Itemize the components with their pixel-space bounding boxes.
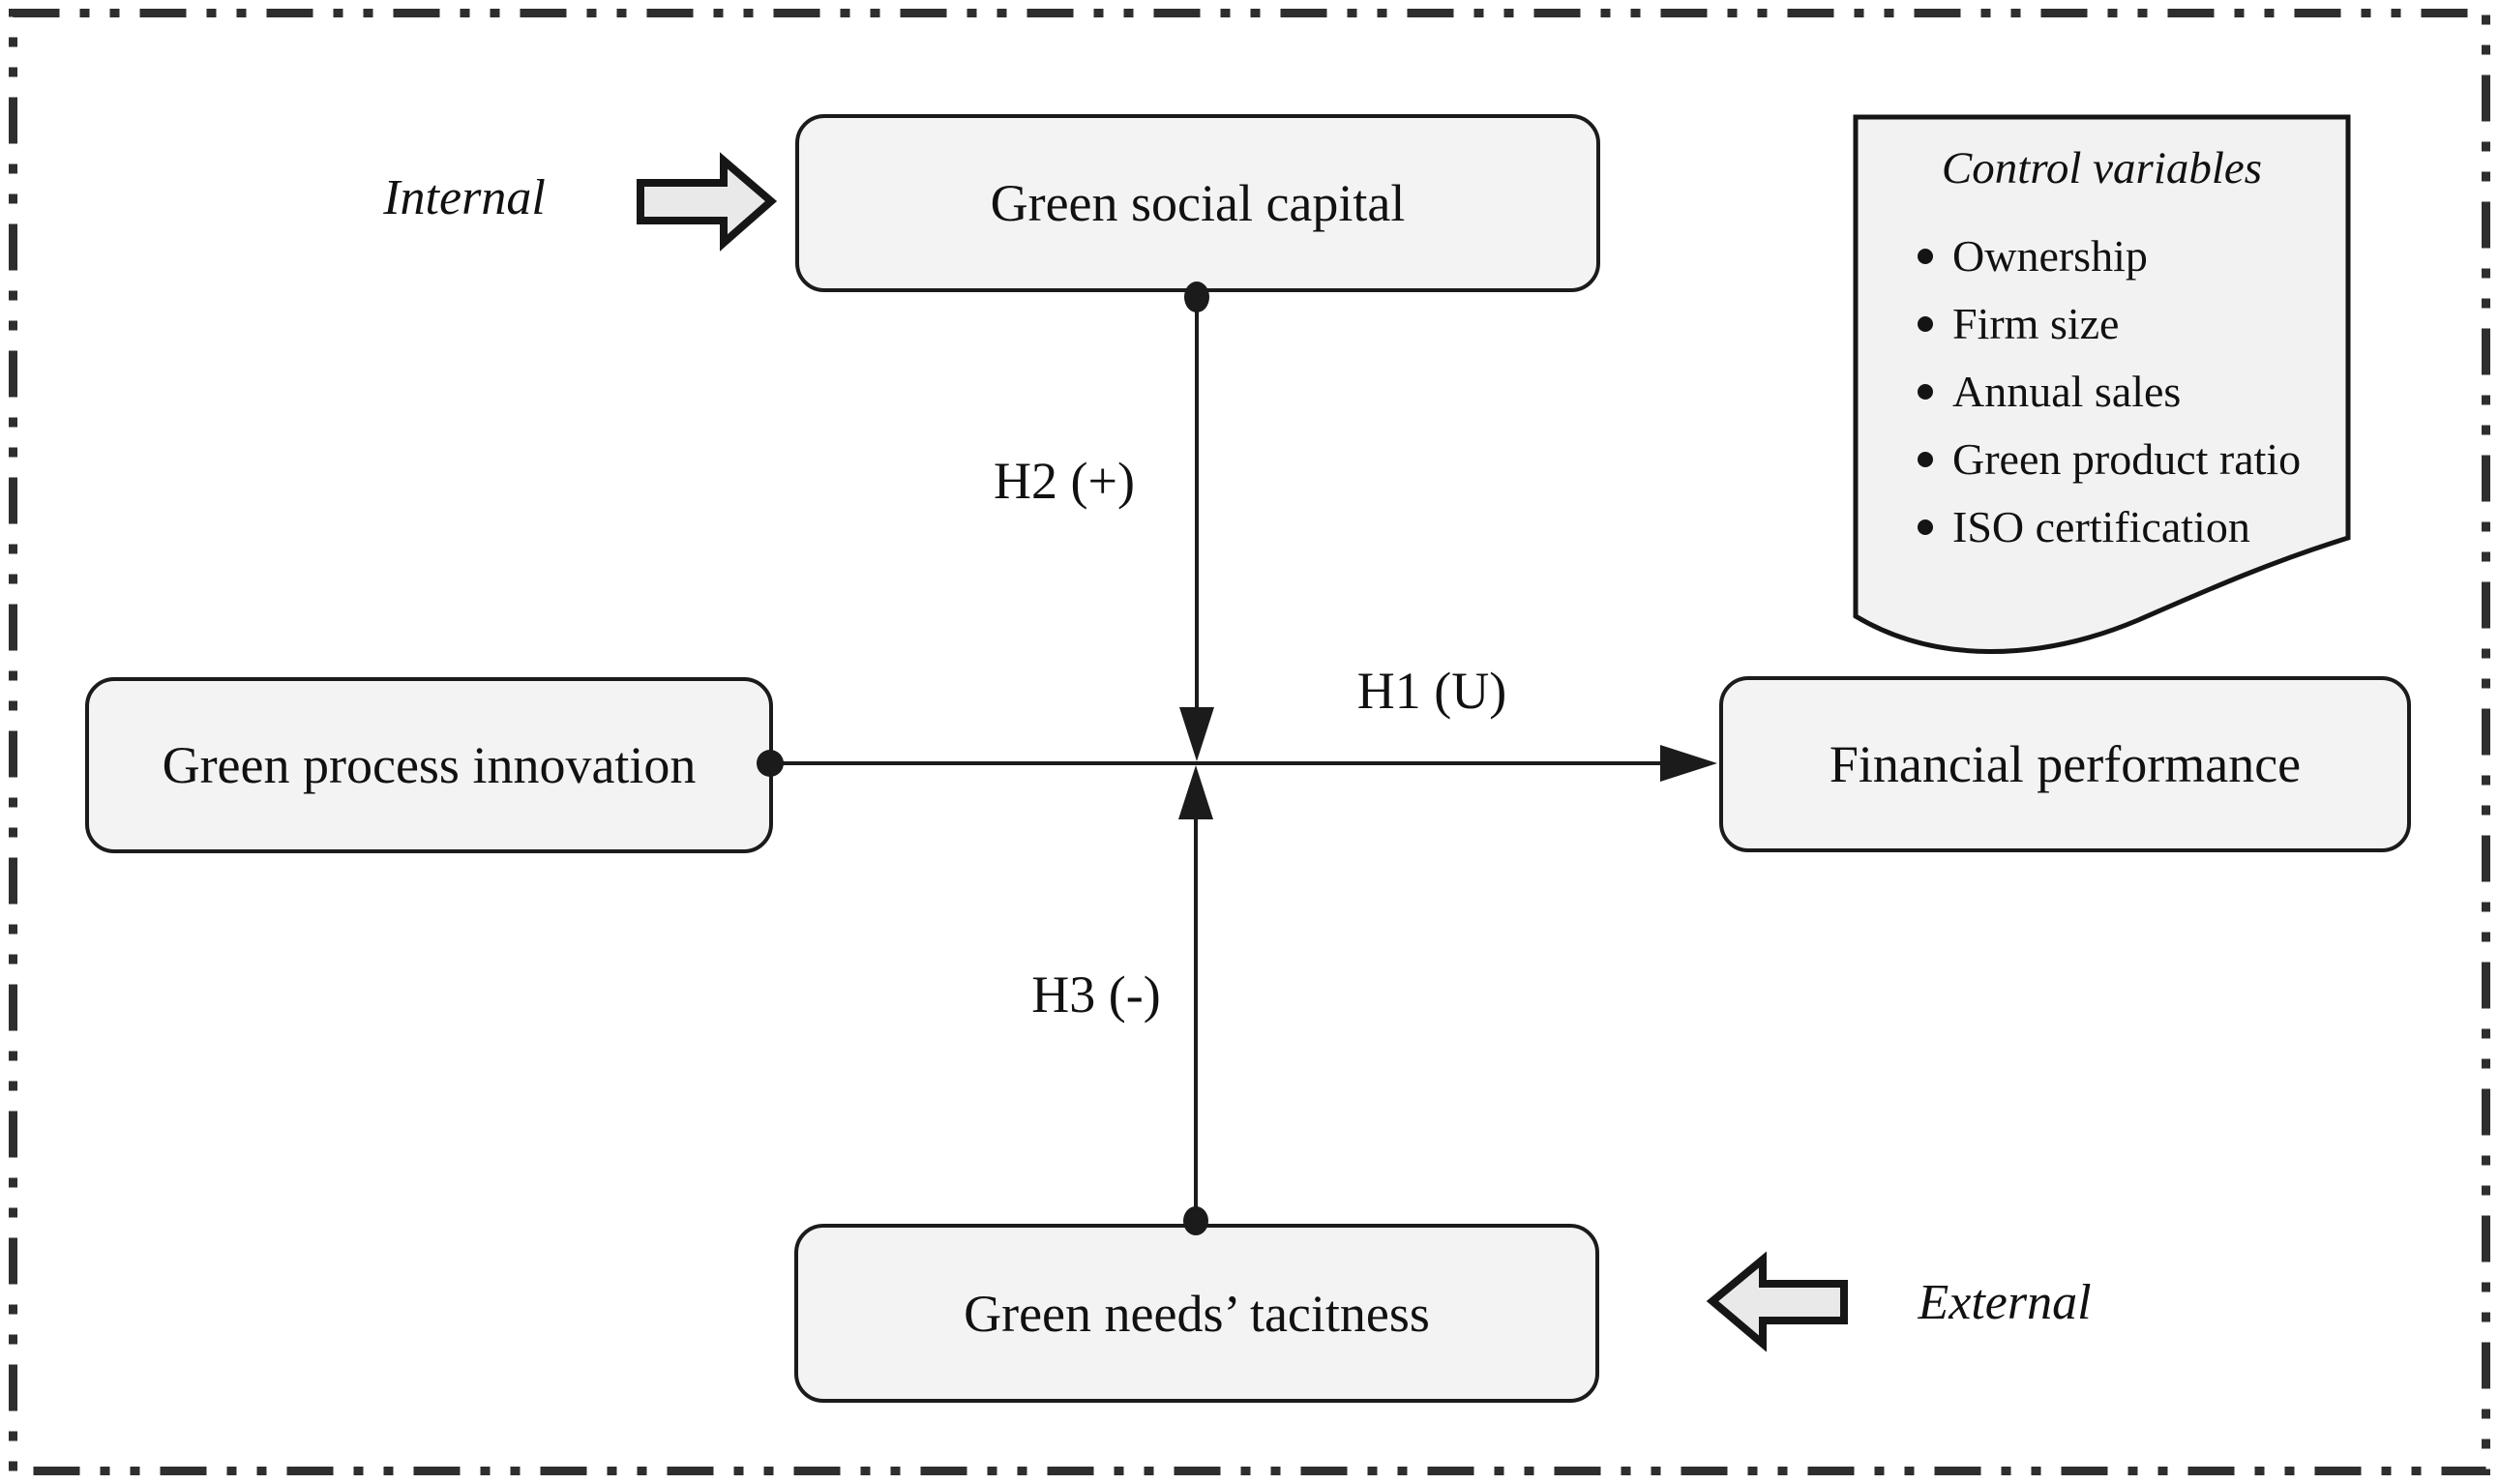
- list-item: Firm size: [1918, 290, 2348, 358]
- h1-arrowhead-icon: [1660, 745, 1717, 782]
- box-green-needs-tacitness: Green needs’ tacitness: [794, 1224, 1599, 1403]
- control-variables-note: Control variables Ownership Firm size An…: [1856, 117, 2348, 561]
- bullet-icon: [1918, 384, 1933, 400]
- list-item: Annual sales: [1918, 358, 2348, 426]
- control-variable-label: Annual sales: [1952, 367, 2182, 416]
- box-green-social-capital: Green social capital: [795, 114, 1600, 292]
- external-label: External: [1918, 1275, 2092, 1330]
- box-financial-performance-label: Financial performance: [1829, 735, 2302, 793]
- control-variables-title: Control variables: [1941, 143, 2263, 193]
- h2-arrowhead-icon: [1179, 707, 1214, 761]
- control-variable-label: Green product ratio: [1952, 434, 2302, 484]
- box-green-process-innovation: Green process innovation: [85, 677, 773, 853]
- box-financial-performance: Financial performance: [1719, 676, 2411, 852]
- bullet-icon: [1918, 452, 1933, 467]
- bullet-icon: [1918, 519, 1933, 535]
- control-variables-list: Ownership Firm size Annual sales Green p…: [1856, 223, 2348, 561]
- list-item: Ownership: [1918, 223, 2348, 290]
- box-green-social-capital-label: Green social capital: [990, 174, 1406, 232]
- external-block-arrow-icon: [1706, 1251, 1848, 1352]
- list-item: Green product ratio: [1918, 426, 2348, 493]
- h1-label: H1 (U): [1356, 662, 1507, 720]
- control-variable-label: Ownership: [1952, 231, 2148, 281]
- control-variable-label: Firm size: [1952, 299, 2120, 348]
- h3-arrowhead-icon: [1178, 765, 1213, 819]
- h3-label: H3 (-): [1031, 965, 1161, 1024]
- list-item: ISO certification: [1918, 493, 2348, 561]
- bullet-icon: [1918, 316, 1933, 332]
- internal-block-arrow-icon: [637, 152, 778, 252]
- h2-label: H2 (+): [994, 452, 1135, 510]
- box-green-needs-tacitness-label: Green needs’ tacitness: [964, 1284, 1430, 1343]
- internal-label: Internal: [383, 170, 546, 225]
- control-variable-label: ISO certification: [1952, 502, 2250, 551]
- box-green-process-innovation-label: Green process innovation: [162, 736, 697, 794]
- bullet-icon: [1918, 249, 1933, 264]
